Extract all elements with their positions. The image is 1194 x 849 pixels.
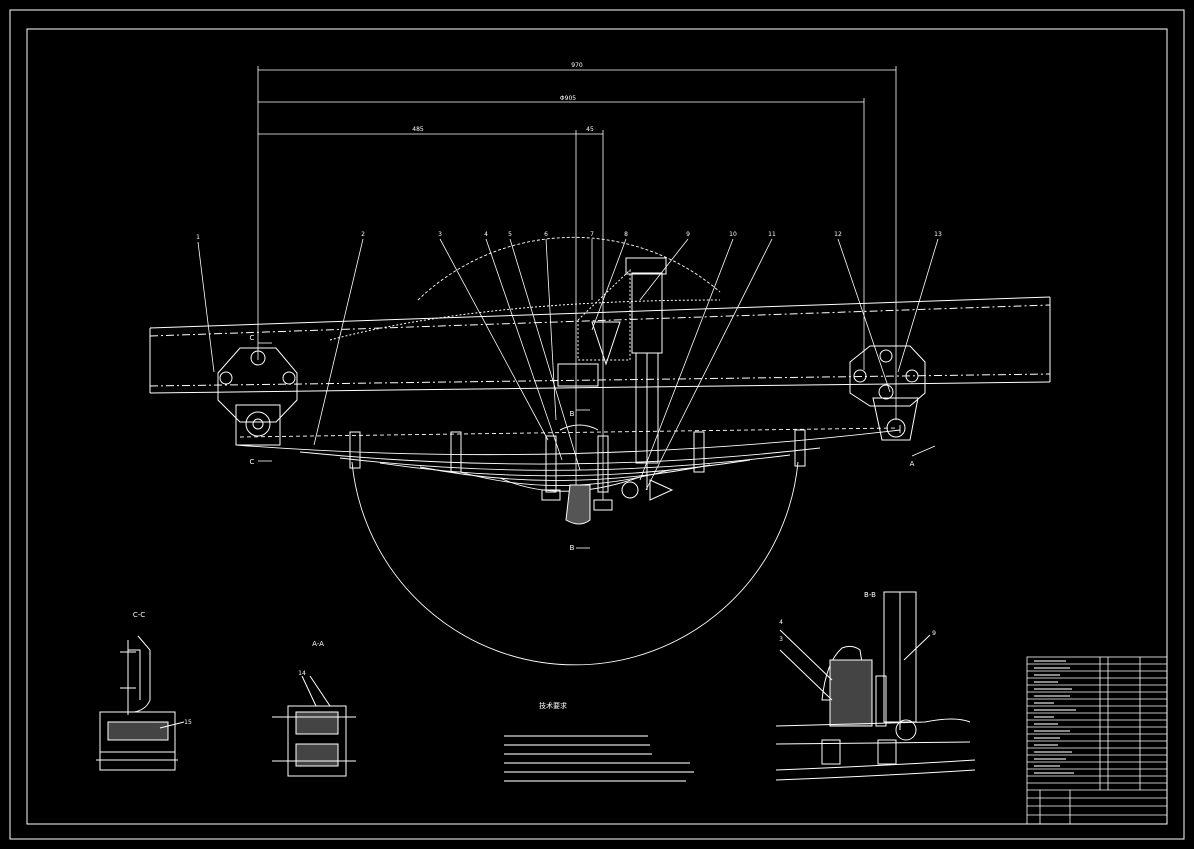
section-cc-balloon: 15 (184, 719, 192, 726)
section-cut-markers (258, 342, 936, 549)
balloon-9: 9 (686, 231, 690, 238)
balloon-1: 1 (196, 234, 200, 241)
section-view-aa (272, 675, 356, 777)
balloon-2: 2 (361, 231, 365, 238)
u-bolts (349, 429, 806, 511)
balloon-5: 5 (508, 231, 512, 238)
balloon-13: 13 (934, 231, 942, 238)
cut-b-bottom: B (570, 544, 575, 552)
cut-a: A (910, 460, 915, 468)
section-cc-title: C-C (133, 611, 145, 619)
leaf-spring-pack (235, 425, 901, 492)
cut-c-bottom: C (250, 458, 255, 466)
section-view-bb (775, 591, 976, 781)
balloon-10: 10 (729, 231, 737, 238)
outer-border (9, 9, 1185, 840)
dim-small: 45 (586, 126, 594, 133)
parts-list-title-block (1026, 656, 1168, 825)
shock-absorber (557, 257, 667, 490)
balloon-12: 12 (834, 231, 842, 238)
balloon-6: 6 (544, 231, 548, 238)
section-view-cc (96, 635, 185, 771)
section-aa-balloon: 14 (298, 670, 306, 677)
section-bb-title: B-B (864, 591, 876, 599)
balloon-7: 7 (590, 231, 594, 238)
dim-left: 485 (412, 126, 424, 133)
section-aa-title: A-A (312, 640, 324, 648)
section-bb-balloon-9: 9 (932, 630, 936, 637)
cut-b-top: B (570, 410, 575, 418)
cut-c-top: C (250, 334, 255, 342)
balloon-4: 4 (484, 231, 488, 238)
technical-notes: 技术要求 (504, 701, 694, 782)
balloon-8: 8 (624, 231, 628, 238)
inner-border (26, 28, 1168, 825)
rear-shackle-bracket (849, 345, 926, 441)
dimension-lines (257, 66, 897, 500)
balloon-11: 11 (768, 231, 776, 238)
dim-overall: 970 (571, 62, 583, 69)
front-spring-bracket (217, 347, 298, 446)
frame-rail (149, 296, 1051, 394)
section-bb-balloon-4: 4 (779, 619, 783, 626)
dim-mid: Φ905 (560, 95, 576, 102)
section-bb-balloon-3: 3 (779, 636, 783, 643)
leader-lines (197, 238, 939, 491)
axle-seat (559, 424, 674, 525)
parts-list-text-lines (1034, 660, 1076, 774)
wheel-outline (351, 236, 799, 666)
tech-notes-text-lines (504, 735, 694, 782)
part-balloons: 1 2 3 4 5 6 7 8 9 10 11 12 13 (196, 231, 942, 241)
tech-notes-title: 技术要求 (539, 701, 567, 710)
balloon-3: 3 (438, 231, 442, 238)
